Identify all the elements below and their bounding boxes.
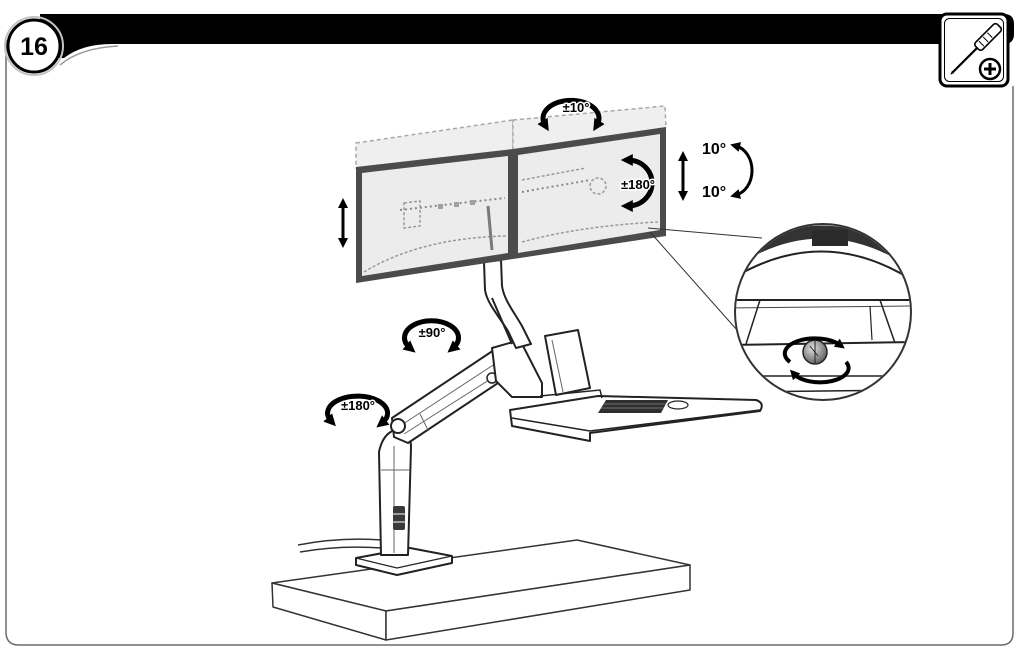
tilt-up-label: 10° (702, 141, 726, 158)
thumbscrew-knob (802, 339, 828, 365)
arm-joint (390, 418, 406, 434)
monitor-right (513, 127, 666, 259)
monitor-mount-post (483, 259, 532, 349)
step-number: 16 (20, 33, 48, 61)
mouse (667, 400, 689, 410)
magnifier-detail (734, 223, 912, 401)
tilt-range-indicator: 10° 10° (702, 141, 754, 201)
knob-rotation-arrow (782, 336, 845, 364)
magnifier-callout-lines (647, 227, 763, 331)
desk-surface (271, 539, 691, 641)
phillips-plus-icon (978, 57, 1002, 81)
step-header-bar (40, 14, 1014, 66)
assembly-illustration: ±10° ±180° 10° 10° ±90° ±180° (271, 97, 912, 641)
cables (297, 538, 383, 553)
phillips-screwdriver-icon (938, 12, 1010, 88)
desk-clamp-column (378, 428, 412, 556)
base-swivel-indicator: ±180° (323, 393, 391, 428)
monitor-rotation-indicator: ±180° (619, 154, 657, 212)
tilt-down-label: 10° (702, 184, 726, 201)
monitor-rotation-label: ±180° (621, 177, 655, 192)
monitor-tilt-indicator: ±10° (537, 97, 605, 132)
monitor-tilt-label: ±10° (563, 100, 590, 115)
cable-clip (393, 506, 405, 530)
arm-swivel-indicator: ±90° (402, 318, 461, 353)
page-frame (5, 40, 1014, 646)
keyboard-tray (509, 389, 763, 442)
step-number-badge: 16 (4, 16, 64, 76)
base-swivel-label: ±180° (341, 398, 375, 413)
arm-swivel-label: ±90° (419, 325, 446, 340)
tray-riser-panel (544, 329, 591, 396)
monitor-left (356, 149, 513, 283)
keyboard (598, 400, 668, 413)
